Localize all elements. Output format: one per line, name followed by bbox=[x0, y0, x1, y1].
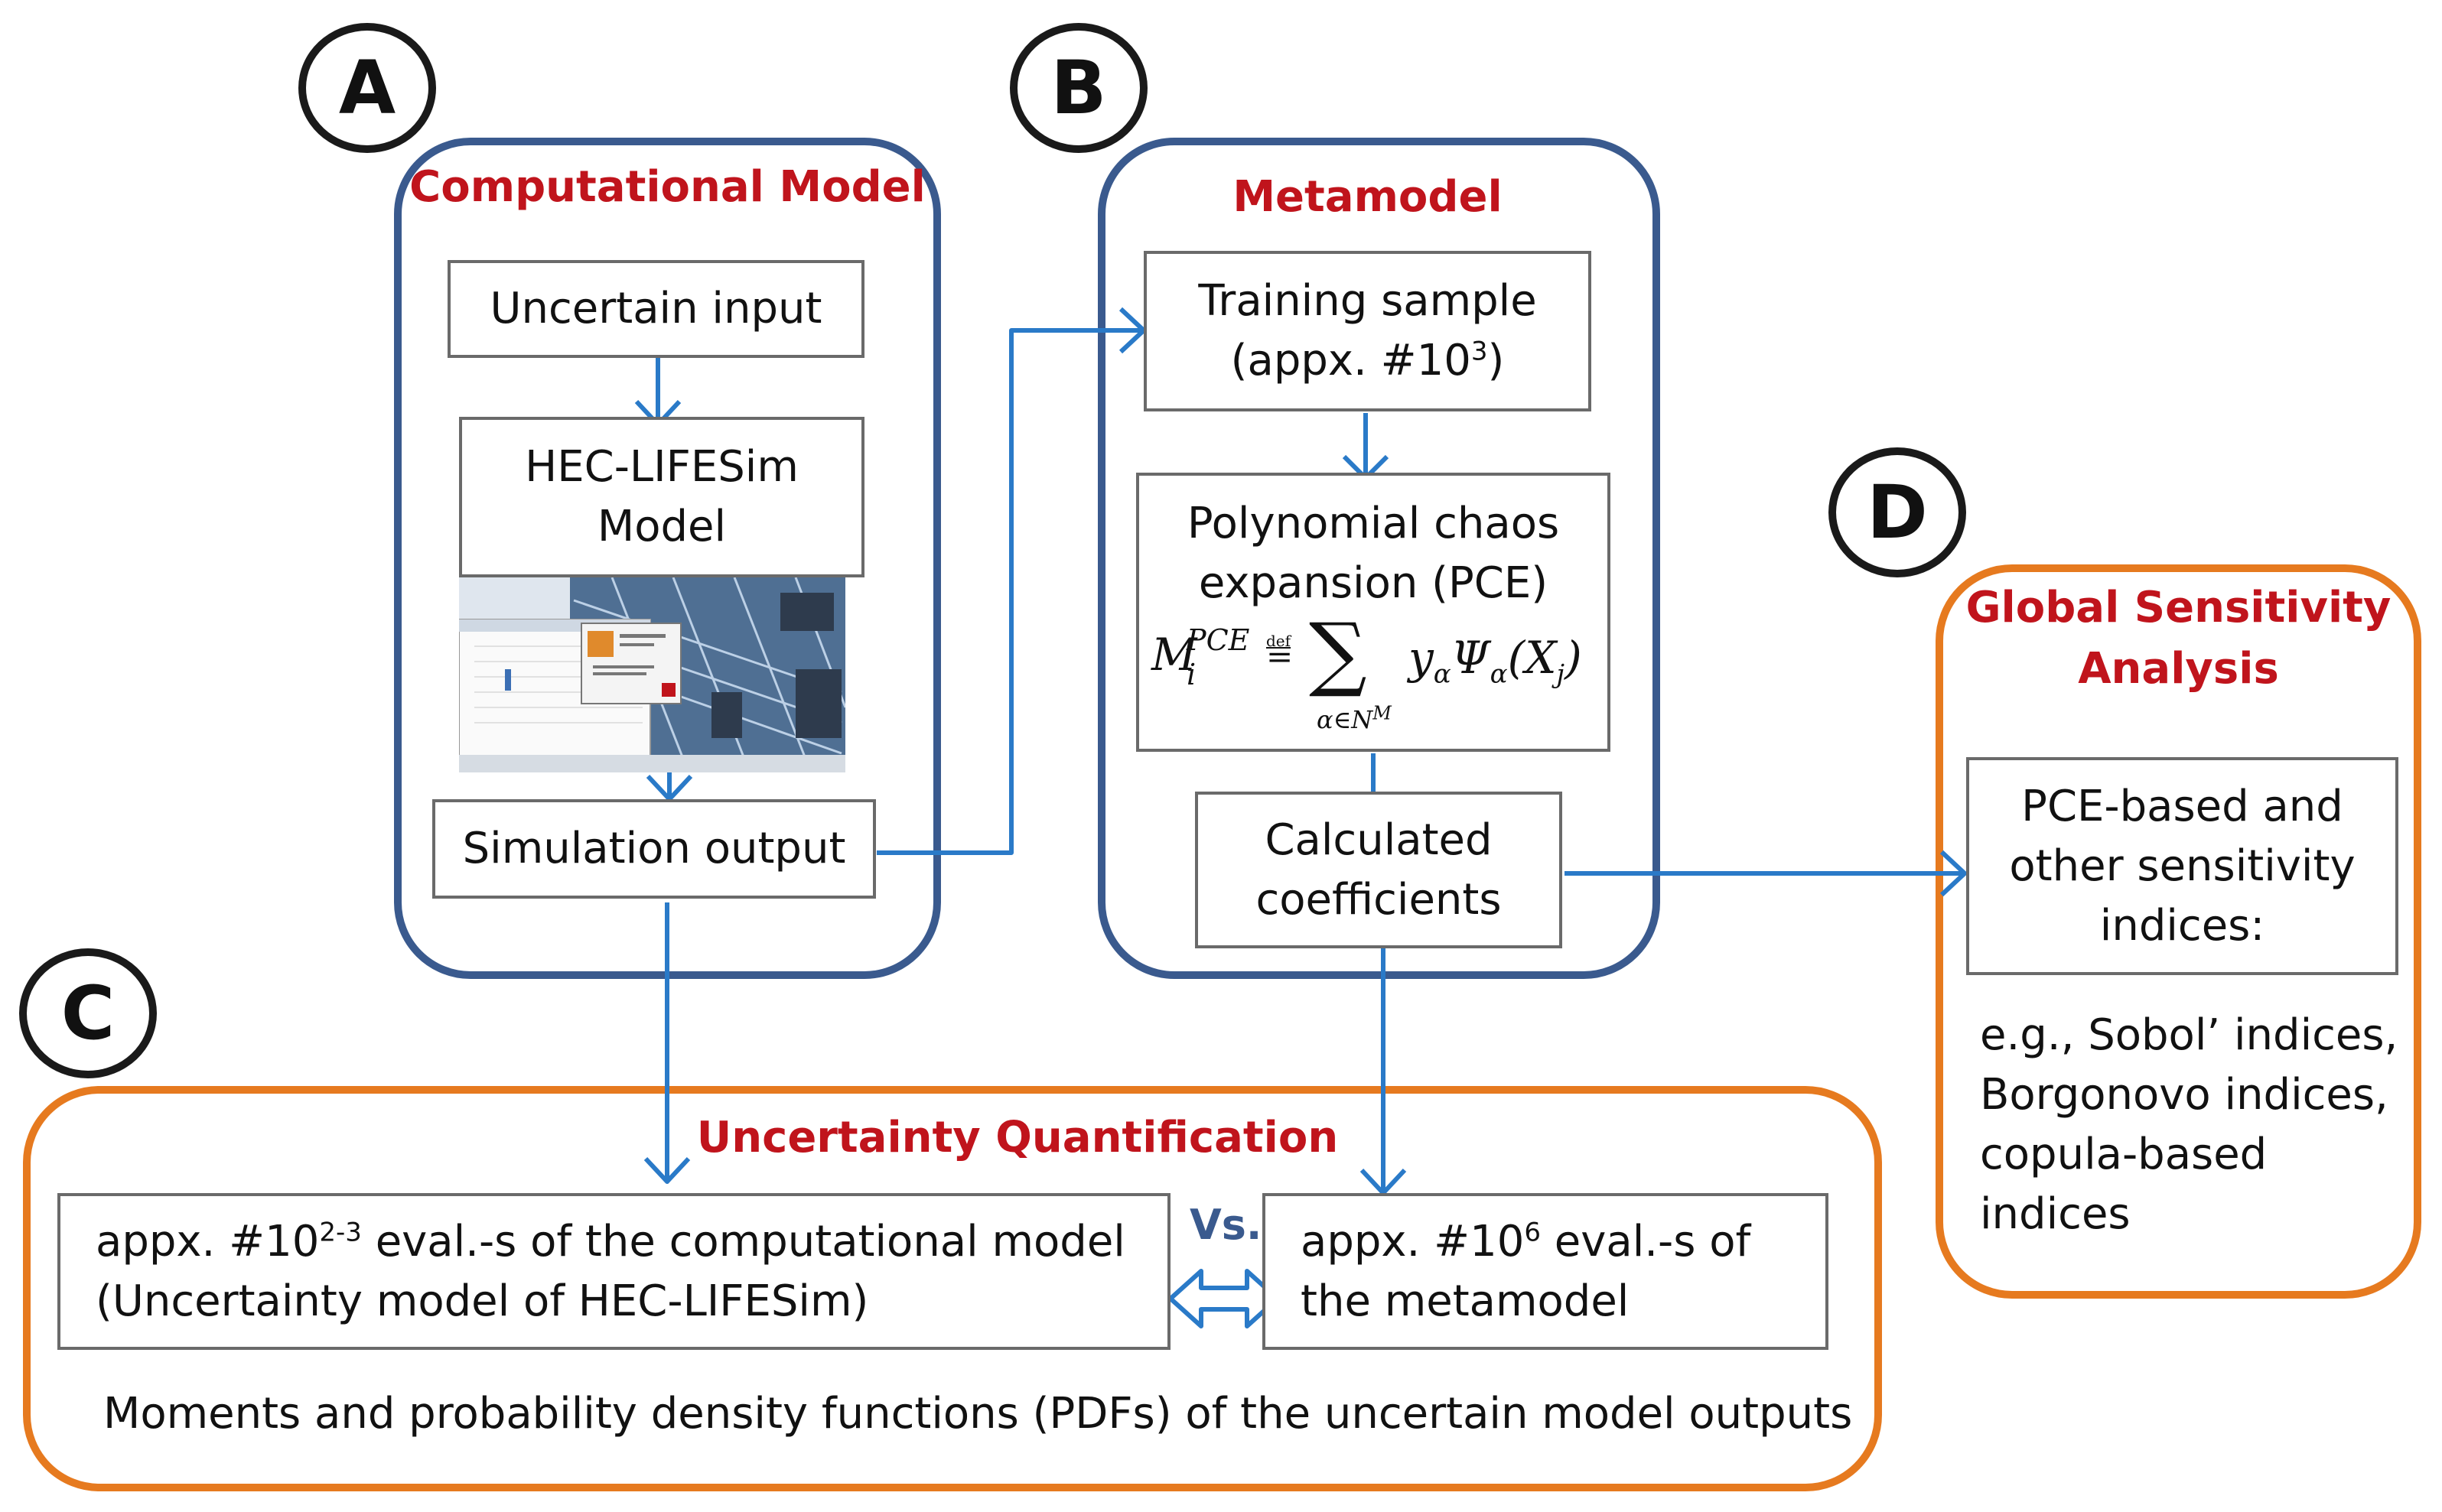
computational-model-title: Computational Model bbox=[409, 162, 926, 212]
uncertain-input-box: Uncertain input bbox=[448, 260, 864, 358]
formula-def: def bbox=[1266, 632, 1291, 650]
gsa-indices-box: PCE-based and other sensitivity indices: bbox=[1966, 757, 2398, 975]
screenshot-graphic bbox=[459, 577, 845, 772]
formula-term: yαΨα(Xj) bbox=[1408, 632, 1582, 690]
formula-m: M bbox=[1151, 629, 1197, 681]
metamodel-title: Metamodel bbox=[1232, 172, 1503, 222]
hec-lifesim-model-box: HEC-LIFESim Model bbox=[459, 417, 864, 577]
pce-box: Polynomial chaos expansion (PCE) M PCE i… bbox=[1136, 473, 1610, 752]
label-d: D bbox=[1828, 447, 1966, 577]
gsa-title-line1: Global Sensitivity bbox=[1965, 583, 2392, 632]
pce-line1: Polynomial chaos bbox=[1187, 499, 1560, 548]
label-a: A bbox=[298, 23, 436, 153]
vs-label: Vs. bbox=[1190, 1201, 1262, 1249]
pce-line2: expansion (PCE) bbox=[1198, 558, 1548, 608]
calculated-coefficients-box: Calculated coefficients bbox=[1195, 792, 1562, 948]
hec-lifesim-screenshot bbox=[459, 577, 845, 772]
uq-title: Uncertainty Quantification bbox=[696, 1113, 1339, 1162]
training-sample-line2: (appx. #103) bbox=[1230, 336, 1505, 385]
uq-metamodel-box: appx. #106 eval.-s of the metamodel bbox=[1262, 1193, 1828, 1350]
gsa-title-line2: Analysis bbox=[2078, 644, 2279, 694]
formula-sub-i: i bbox=[1187, 658, 1197, 691]
label-c: C bbox=[19, 948, 157, 1078]
gsa-examples: e.g., Sobol’ indices, Borgonovo indices,… bbox=[1980, 1010, 2398, 1239]
uq-computational-box: appx. #102-3 eval.-s of the computationa… bbox=[57, 1193, 1171, 1350]
uq-right-line1: appx. #106 eval.-s of bbox=[1301, 1216, 1751, 1267]
formula-sum-index: α∈NM bbox=[1317, 702, 1392, 734]
label-b: B bbox=[1010, 23, 1148, 153]
simulation-output-box: Simulation output bbox=[432, 799, 876, 899]
uq-left-line1: appx. #102-3 eval.-s of the computationa… bbox=[96, 1216, 1125, 1267]
training-sample-box: Training sample (appx. #103) bbox=[1144, 251, 1591, 411]
formula-eq: = bbox=[1266, 638, 1294, 675]
formula-sum: ∑ bbox=[1309, 606, 1367, 700]
formula-sup-pce: PCE bbox=[1187, 623, 1250, 657]
uq-bottom-text: Moments and probability density function… bbox=[103, 1389, 1853, 1439]
